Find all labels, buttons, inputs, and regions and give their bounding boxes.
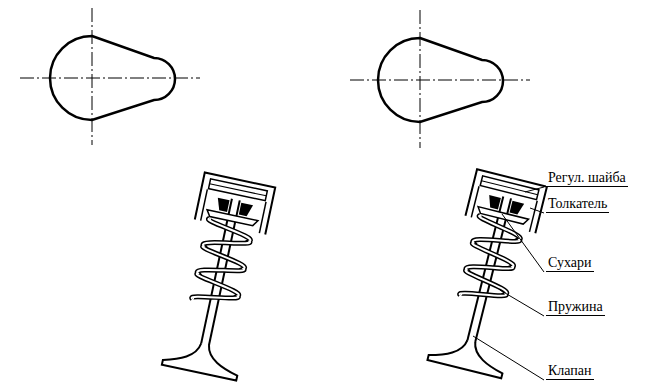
part-label: Клапан xyxy=(546,363,594,380)
part-label: Регул. шайба xyxy=(546,170,628,187)
part-label: Сухари xyxy=(546,255,594,272)
part-label: Пружина xyxy=(546,299,605,316)
part-label: Толкатель xyxy=(546,196,609,213)
